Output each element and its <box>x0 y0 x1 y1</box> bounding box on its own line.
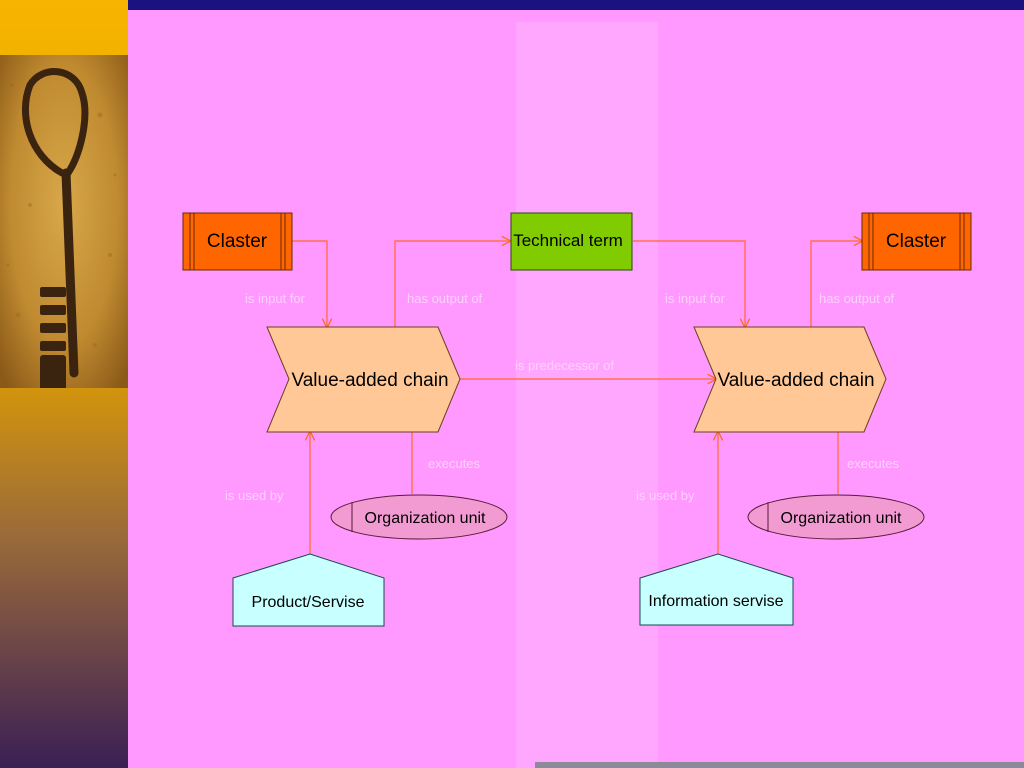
label-is-predecessor-of: is predecessor of <box>515 358 614 373</box>
product-service-node: Product/Servise <box>232 553 385 627</box>
label-executes-left: executes <box>428 456 481 471</box>
top-bar <box>128 0 1024 10</box>
value-chain-label-left: Value-added chain <box>291 370 448 391</box>
old-key-icon <box>0 55 128 388</box>
value-chain-node-left: Value-added chain <box>266 326 461 433</box>
label-is-used-by-left: is used by <box>225 488 284 503</box>
organization-unit-label-left: Organization unit <box>365 510 487 527</box>
edge-vac-right-to-claster-right <box>810 241 862 327</box>
technical-term-label: Technical term <box>513 231 623 250</box>
label-is-used-by-right: is used by <box>636 488 695 503</box>
technical-term-node: Technical term <box>510 212 633 271</box>
edge-vac-left-to-technical-term <box>394 241 510 327</box>
cluster-label-right: Claster <box>886 231 947 252</box>
information-service-node: Information servise <box>639 553 794 626</box>
cluster-node-left: Claster <box>182 212 293 271</box>
value-chain-label-right: Value-added chain <box>717 370 874 391</box>
organization-unit-label-right: Organization unit <box>781 510 903 527</box>
edges <box>292 241 862 554</box>
bottom-rule <box>535 762 1024 768</box>
product-service-label: Product/Servise <box>252 594 365 611</box>
label-has-output-of-right: has output of <box>819 291 895 306</box>
label-executes-right: executes <box>847 456 900 471</box>
panel-highlight <box>516 22 658 768</box>
edge-claster-to-vac-left <box>292 240 327 327</box>
cluster-label-left: Claster <box>207 231 268 252</box>
label-is-input-for-right: is input for <box>665 291 726 306</box>
organization-unit-node-right: Organization unit <box>747 494 925 540</box>
label-has-output-of-left: has output of <box>407 291 483 306</box>
value-chain-node-right: Value-added chain <box>693 326 887 433</box>
label-is-input-for-left: is input for <box>245 291 306 306</box>
organization-unit-node-left: Organization unit <box>330 494 508 540</box>
cluster-node-right: Claster <box>861 212 972 271</box>
edge-technical-term-to-vac-right <box>633 240 745 327</box>
information-service-label: Information servise <box>648 593 783 610</box>
